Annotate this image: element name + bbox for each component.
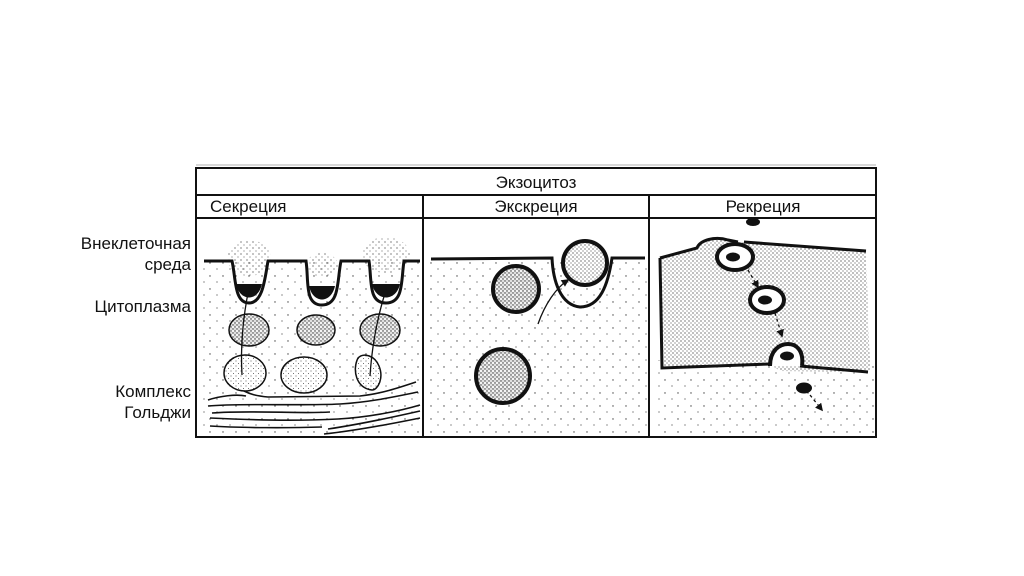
- plasma-membrane: [430, 256, 645, 309]
- label-cytoplasm: Цитоплазма: [94, 297, 191, 316]
- secretory-vesicle: [296, 314, 336, 346]
- excretion-vesicle: [491, 264, 541, 314]
- golgi-cisternae: [207, 381, 421, 435]
- column-header-recretion: Рекреция: [726, 197, 801, 216]
- recretion-droplet: [746, 218, 760, 226]
- excretion-vesicle-fusing: [561, 239, 609, 287]
- recretion-vesicle-core: [758, 295, 772, 305]
- plasma-membrane: [743, 240, 867, 253]
- panel-secretion: [200, 237, 421, 435]
- label-extracellular-line1: Внеклеточная: [80, 234, 191, 253]
- golgi-vesicle: [223, 354, 267, 392]
- arrow-icon: [369, 288, 388, 377]
- recretion-path: [747, 269, 823, 412]
- golgi-vesicle: [354, 354, 382, 391]
- recretion-vesicle-core: [726, 252, 740, 262]
- secretory-vesicle: [228, 313, 270, 347]
- excretion-vesicle: [474, 347, 532, 405]
- plasma-membrane: [799, 364, 869, 374]
- secretion-cloud: [306, 253, 338, 277]
- golgi-vesicle: [280, 356, 328, 394]
- plasma-membrane: [658, 257, 771, 370]
- label-extracellular: Внеклеточная среда: [81, 233, 191, 275]
- secretion-cloud: [227, 240, 271, 276]
- label-golgi-line1: Комплекс: [115, 382, 191, 401]
- arrow-icon: [537, 279, 570, 325]
- recretion-vesicle-core: [780, 351, 794, 361]
- secretory-vesicle: [359, 313, 401, 347]
- plasma-membrane: [659, 236, 739, 260]
- label-extracellular-line2: среда: [144, 255, 191, 274]
- panel-recretion: [653, 218, 874, 435]
- plasma-membrane: [204, 259, 420, 307]
- arrow-icon: [240, 286, 252, 376]
- secretory-granule: [309, 286, 335, 300]
- table-frame: [195, 167, 877, 438]
- panel-excretion: [427, 239, 647, 435]
- recretion-droplet: [796, 382, 812, 394]
- column-header-excretion: Экскреция: [494, 197, 577, 216]
- title-exocytosis: Экзоцитоз: [496, 173, 577, 192]
- secretion-cloud: [362, 237, 410, 273]
- label-golgi: Комплекс Гольджи: [115, 381, 191, 423]
- label-golgi-line2: Гольджи: [124, 403, 191, 422]
- extracellular-recretion: [653, 360, 874, 435]
- column-header-secretion: Секреция: [210, 197, 287, 216]
